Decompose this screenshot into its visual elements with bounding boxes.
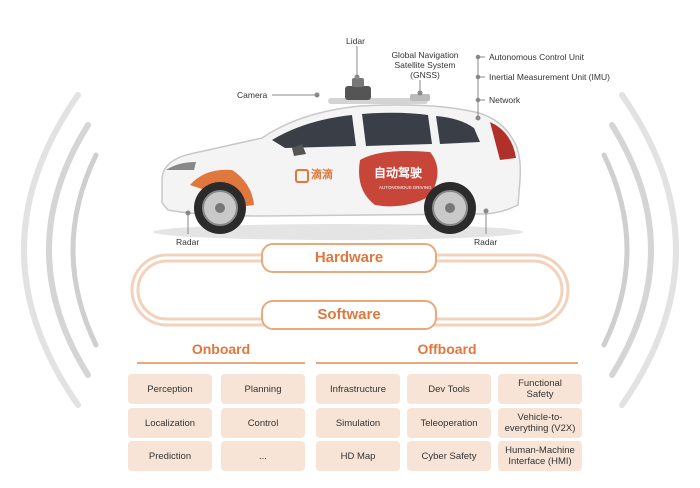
autonomous-en-text: AUTONOMOUS DRIVING: [379, 185, 432, 190]
offboard-item: Simulation: [316, 408, 400, 438]
car-illustration: [153, 78, 523, 240]
hardware-layer: Hardware: [261, 243, 437, 273]
onboard-item: Perception: [128, 374, 212, 404]
label-gnss: Global Navigation Satellite System (GNSS…: [391, 50, 459, 80]
offboard-divider: [316, 362, 578, 364]
wave-right-outer: [619, 92, 679, 408]
label-network: Network: [489, 95, 521, 105]
wave-right-mid: [609, 122, 654, 378]
onboard-item: ...: [221, 441, 305, 471]
wave-left-inner: [70, 152, 99, 348]
offboard-item: Infrastructure: [316, 374, 400, 404]
onboard-item: Localization: [128, 408, 212, 438]
onboard-item: Control: [221, 408, 305, 438]
label-camera: Camera: [237, 90, 268, 100]
offboard-item: Functional Safety: [498, 374, 582, 404]
onboard-title: Onboard: [191, 341, 251, 357]
wave-left-mid: [46, 122, 91, 378]
onboard-divider: [137, 362, 305, 364]
offboard-item: HD Map: [316, 441, 400, 471]
label-lidar: Lidar: [346, 36, 365, 46]
offboard-title: Offboard: [417, 341, 477, 357]
software-layer: Software: [261, 300, 437, 330]
autonomous-cn-text: 自动驾驶: [374, 166, 423, 180]
label-radar-left: Radar: [176, 237, 200, 247]
wave-left-outer: [21, 92, 81, 408]
offboard-item: Teleoperation: [407, 408, 491, 438]
onboard-item: Planning: [221, 374, 305, 404]
offboard-item: Human-Machine Interface (HMI): [498, 441, 582, 471]
wave-right-inner: [601, 152, 630, 348]
didi-brand-text: 滴滴: [311, 169, 333, 181]
offboard-item: Dev Tools: [407, 374, 491, 404]
label-radar-right: Radar: [474, 237, 498, 247]
offboard-item: Vehicle-to- everything (V2X): [498, 408, 582, 438]
label-imu: Inertial Measurement Unit (IMU): [489, 72, 610, 82]
offboard-item: Cyber Safety: [407, 441, 491, 471]
label-autonomous-control-unit: Autonomous Control Unit: [489, 52, 584, 62]
onboard-item: Prediction: [128, 441, 212, 471]
